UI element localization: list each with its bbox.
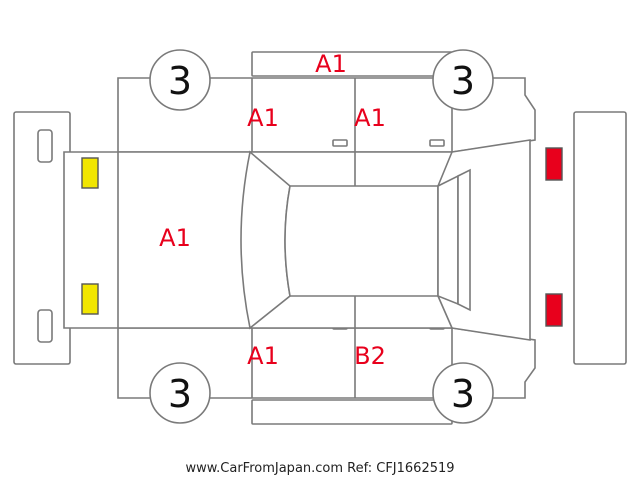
wheel-rear-left-code: 3 [451,59,475,103]
front-lamp-bottom [81,283,99,315]
wheel-rear-right-code: 3 [451,372,475,416]
code-rear-door-lower: B2 [354,342,386,370]
wheel-rear-right: 3 [432,362,494,424]
wheel-front-right-code: 3 [168,372,192,416]
code-front-door-upper: A1 [247,104,279,132]
front-lamp-top [81,157,99,189]
roof-strip-lower [251,399,453,425]
code-roof-side-upper: A1 [315,50,347,78]
wheel-front-left: 3 [149,49,211,111]
code-rear-door-upper: A1 [354,104,386,132]
wheel-front-right: 3 [149,362,211,424]
footer-reference: www.CarFromJapan.com Ref: CFJ1662519 [185,461,454,476]
wheel-front-left-code: 3 [168,59,192,103]
rear-bumper [573,111,627,365]
rear-lamp-bottom [545,293,563,327]
front-bumper [13,111,71,365]
cabin-top [240,150,471,330]
wheel-rear-left: 3 [432,49,494,111]
code-hood: A1 [159,224,191,252]
rear-lamp-top [545,147,563,181]
code-front-door-lower: A1 [247,342,279,370]
roof-strip-upper [251,51,453,77]
